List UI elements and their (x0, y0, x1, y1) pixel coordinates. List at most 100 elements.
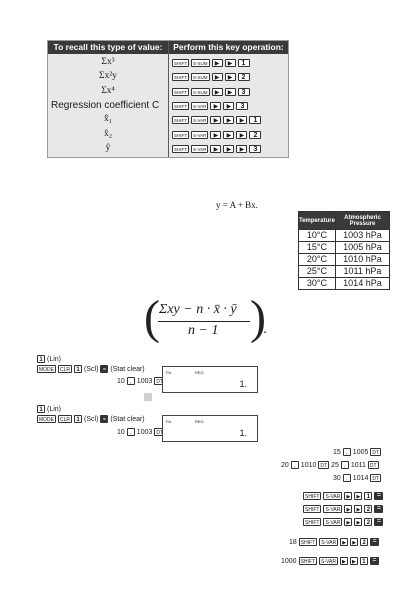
key-equals: = (100, 415, 109, 423)
recall-divider (168, 41, 169, 157)
calculator-key: 2 (237, 73, 250, 82)
calculator-key: 3 (249, 144, 262, 153)
entry-value: 1005 (352, 448, 369, 456)
recall-header-right: Perform this key operation: (169, 41, 288, 54)
calculator-key: SHIFT (172, 130, 189, 139)
key-dt: DT (370, 448, 382, 456)
op-sequence-1: SHIFT S-VAR ▶ ▶ 1 = (303, 492, 384, 500)
recall-value: ŷ (105, 142, 111, 153)
calculator-key: ▶ (210, 116, 222, 125)
calculator-key: S-VAR (191, 116, 209, 125)
key-comma: , (126, 377, 135, 385)
key-equals: = (370, 538, 380, 546)
entry-value: 15 (333, 448, 341, 456)
lcd-indicator-reg: REG (195, 419, 204, 424)
key-right-arrow: ▶ (354, 505, 363, 513)
calculator-key: ▶ (224, 59, 236, 67)
mode-lin-label: (Lin) (47, 405, 62, 413)
lcd-readout: 1. (239, 428, 247, 438)
calculator-key: ▶ (211, 59, 223, 67)
gray-mark (144, 393, 152, 401)
key-mode: MODE (37, 415, 56, 423)
recall-value: Σx²y (99, 71, 117, 82)
calculator-key: ▶ (210, 130, 222, 139)
calculator-key: ▶ (224, 73, 236, 82)
calculator-key: SHIFT (172, 116, 189, 125)
formula-denominator: n − 1 (188, 323, 219, 338)
calculator-key: SHIFT (172, 59, 189, 67)
step2-clear: MODE CLR 1 (Scl) = (Stat clear) (37, 415, 145, 423)
step1-entry: 10 , 1003 DT (117, 377, 166, 385)
left-paren: ( (144, 291, 160, 344)
key-1: 1 (74, 365, 83, 373)
calculator-key: S-SUM (191, 87, 210, 96)
key-comma: , (126, 428, 135, 436)
fraction-bar (158, 321, 250, 323)
calculator-key: ▶ (223, 130, 235, 139)
key-comma: , (290, 461, 299, 469)
entry-y: 1003 (136, 377, 153, 385)
key-right-arrow: ▶ (354, 492, 363, 500)
key-s-var: S-VAR (319, 538, 339, 546)
entry-value: 1010 (300, 461, 317, 469)
calculator-key: 3 (236, 101, 249, 110)
temp-cell: 10°C (298, 229, 336, 242)
key-dt: DT (318, 461, 330, 469)
key-dt: DT (367, 461, 379, 469)
key-right-arrow: ▶ (354, 518, 363, 526)
entry-value: 25 (331, 461, 339, 469)
entry-value: 1011 (350, 461, 366, 469)
recall-value: x̂₁ (103, 114, 113, 125)
pressure-cell: 1003 hPa (334, 229, 391, 242)
entry-line-1: 15 , 1005 DT (333, 448, 382, 456)
recall-value: Regression coefficient C (51, 99, 160, 111)
stat-clear-label: (Stat clear) (110, 415, 145, 423)
key-mode: MODE (37, 365, 56, 373)
step2-entry: 10 , 1003 DT (117, 428, 166, 436)
key-equals: = (374, 518, 384, 526)
calculator-key: SHIFT (172, 87, 189, 96)
key-shift: SHIFT (303, 518, 322, 526)
step1-clear: MODE CLR 1 (Scl) = (Stat clear) (37, 365, 145, 373)
calculator-key: SHIFT (172, 73, 189, 82)
entry-line-2: 20 , 1010 DT 25 , 1011 DT (281, 461, 379, 469)
step1-mode: 1 (Lin) (37, 355, 61, 363)
entry-value: 20 (281, 461, 289, 469)
temp-cell: 20°C (298, 253, 336, 266)
calculator-key: ▶ (236, 130, 248, 139)
calculator-key: 3 (237, 87, 250, 96)
lcd-indicator: Fix (166, 370, 172, 375)
pressure-cell: 1011 hPa (334, 265, 391, 278)
right-paren: ) (250, 291, 266, 344)
key-equals: = (100, 365, 109, 373)
key-dt: DT (370, 474, 382, 482)
key-comma: , (342, 474, 351, 482)
calculator-key: ▶ (211, 73, 223, 82)
scl-label: (Scl) (84, 365, 99, 373)
key-right-arrow: ▶ (344, 505, 353, 513)
stat-clear-label: (Stat clear) (110, 365, 145, 373)
key-2: 2 (360, 538, 369, 546)
pressure-cell: 1010 hPa (334, 253, 391, 266)
op-sequence-4: 18 SHIFT S-VAR ▶ ▶ 2 = (289, 538, 380, 546)
key-1: 1 (37, 355, 45, 363)
pressure-cell: 1014 hPa (334, 277, 391, 290)
entry-x: 10 (117, 428, 125, 436)
calculator-key: ▶ (223, 116, 235, 125)
formula-period: . (263, 320, 267, 336)
scl-label: (Scl) (84, 415, 99, 423)
lcd-indicator: Fix (166, 419, 172, 424)
key-right-arrow: ▶ (344, 518, 353, 526)
calculator-key: 2 (249, 130, 262, 139)
calculator-key: 1 (237, 59, 250, 67)
